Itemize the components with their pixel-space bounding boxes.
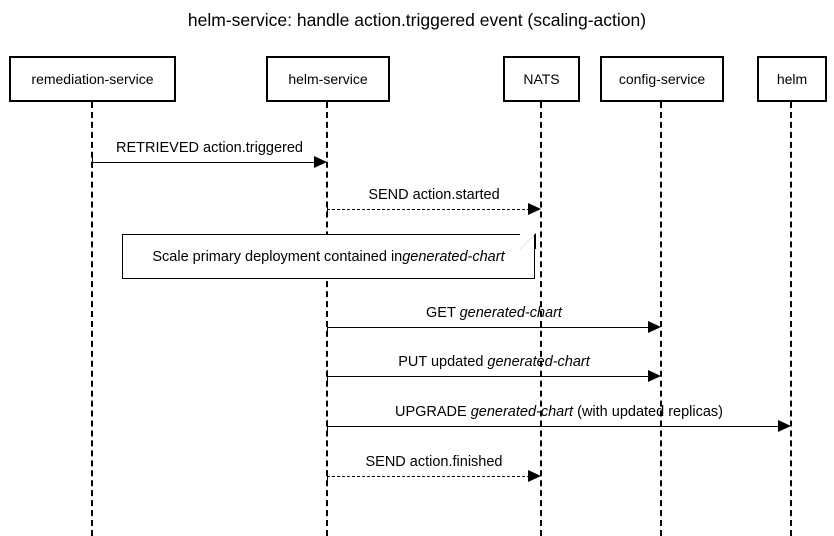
message-line xyxy=(327,426,780,427)
message-label: UPGRADE generated-chart (with updated re… xyxy=(394,404,724,420)
message-line xyxy=(327,476,530,477)
lifeline-remediation-service xyxy=(91,102,93,536)
note-scale-primary-deployment-note[interactable]: Scale primary deployment contained in ge… xyxy=(122,232,537,279)
message-label: SEND action.finished xyxy=(365,454,503,470)
participant-label: config-service xyxy=(618,71,706,87)
participant-nats[interactable]: NATS xyxy=(503,56,580,102)
message-label: GET generated-chart xyxy=(426,305,562,321)
message-line xyxy=(327,327,650,328)
participant-helm[interactable]: helm xyxy=(757,56,827,102)
note-body xyxy=(122,234,535,279)
message-tail-tick xyxy=(327,420,328,432)
message-arrowhead xyxy=(528,203,541,216)
participant-helm-service[interactable]: helm-service xyxy=(266,56,390,102)
participant-remediation-service[interactable]: remediation-service xyxy=(9,56,176,102)
lifeline-nats xyxy=(540,102,542,536)
message-tail-tick xyxy=(327,370,328,382)
message-line xyxy=(327,209,530,210)
message-tail-tick xyxy=(327,203,328,215)
message-label: PUT updated generated-chart xyxy=(398,354,590,370)
participant-config-service[interactable]: config-service xyxy=(600,56,724,102)
message-line xyxy=(92,162,316,163)
message-arrowhead xyxy=(778,420,791,433)
message-arrowhead xyxy=(648,321,661,334)
lifeline-helm-service xyxy=(326,102,328,536)
note-fold-corner-fill xyxy=(519,234,534,249)
note-text: Scale primary deployment contained in ge… xyxy=(152,248,505,265)
message-line xyxy=(327,376,650,377)
message-label: SEND action.started xyxy=(368,187,500,203)
message-tail-tick xyxy=(327,321,328,333)
lifeline-config-service xyxy=(660,102,662,536)
participant-label: NATS xyxy=(523,71,560,87)
participant-label: helm xyxy=(776,71,808,87)
message-tail-tick xyxy=(327,470,328,482)
message-arrowhead xyxy=(648,370,661,383)
lifeline-helm xyxy=(790,102,792,536)
message-arrowhead xyxy=(314,156,327,169)
message-label: RETRIEVED action.triggered xyxy=(116,140,303,156)
message-tail-tick xyxy=(92,156,93,168)
participant-label: remediation-service xyxy=(31,71,154,87)
message-arrowhead xyxy=(528,470,541,483)
page-title: helm-service: handle action.triggered ev… xyxy=(187,10,647,30)
participant-label: helm-service xyxy=(288,71,368,87)
